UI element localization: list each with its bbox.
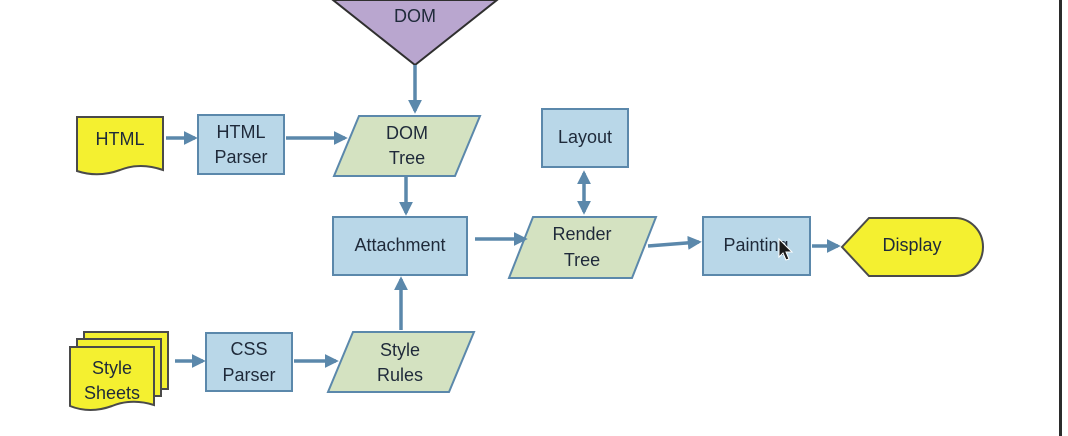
layout-label: Layout [558, 127, 612, 147]
css-parser-label-line2: Parser [222, 365, 275, 385]
html-label: HTML [96, 129, 145, 149]
render-tree-node: Render Tree [507, 216, 658, 279]
style-rules-label-line2: Rules [377, 365, 423, 385]
html-parser-node: HTML Parser [197, 114, 285, 175]
html-document-node: HTML [76, 116, 164, 176]
html-parser-label-line2: Parser [214, 147, 267, 167]
dom-tree-label-line1: DOM [386, 123, 428, 143]
mouse-cursor-icon [778, 237, 794, 261]
style-sheets-node: Style Sheets [69, 331, 169, 411]
dom-tree-node: DOM Tree [332, 115, 482, 177]
style-rules-label-line1: Style [380, 340, 420, 360]
window-edge [1059, 0, 1062, 436]
attachment-node: Attachment [332, 216, 468, 276]
painting-label: Painting [723, 235, 788, 255]
display-label: Display [882, 235, 941, 255]
display-node: Display [840, 217, 984, 277]
style-rules-node: Style Rules [326, 331, 476, 393]
arrow-render-tree-to-painting [647, 235, 702, 250]
painting-node: Painting [702, 216, 811, 276]
html-parser-label-line1: HTML [217, 122, 266, 142]
dom-label: DOM [394, 6, 436, 26]
render-tree-label-line1: Render [552, 224, 611, 244]
style-sheets-label-line1: Style [92, 358, 132, 378]
css-parser-node: CSS Parser [205, 332, 293, 392]
dom-node: DOM [331, 0, 499, 67]
layout-node: Layout [541, 108, 629, 168]
dom-tree-label-line2: Tree [389, 148, 425, 168]
style-sheets-label-line2: Sheets [84, 383, 140, 403]
render-tree-label-line2: Tree [564, 250, 600, 270]
css-parser-label-line1: CSS [230, 339, 267, 359]
attachment-label: Attachment [354, 235, 445, 255]
